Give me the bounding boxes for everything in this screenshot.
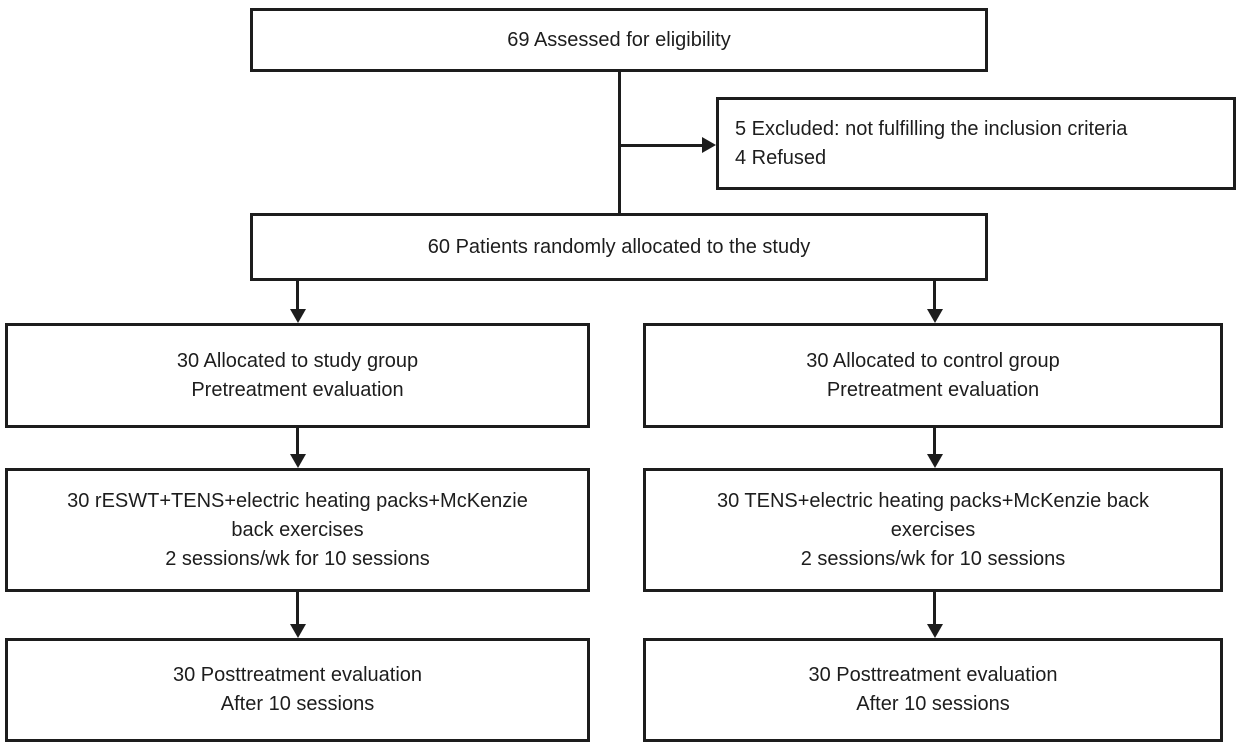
arrowhead-down-icon <box>927 624 943 638</box>
connector-study-treatment-to-posttreatment <box>296 592 299 625</box>
box-line: 30 Allocated to study group <box>176 349 419 372</box>
box-line: 30 Allocated to control group <box>806 349 1060 372</box>
connector-to-excluded <box>620 144 704 147</box>
connector-control-treatment-to-posttreatment <box>933 592 936 625</box>
arrowhead-down-icon <box>927 454 943 468</box>
box-assessed-for-eligibility: 69 Assessed for eligibility <box>250 8 988 72</box>
box-line: 30 TENS+electric heating packs+McKenzie … <box>716 489 1150 512</box>
box-line: 2 sessions/wk for 10 sessions <box>800 547 1066 570</box>
box-line: 30 Posttreatment evaluation <box>172 664 423 686</box>
box-line: 30 Posttreatment evaluation <box>808 664 1058 686</box>
connector-randomized-to-study-allocation <box>296 281 299 310</box>
connector-assessed-to-randomized <box>618 72 621 213</box>
arrowhead-down-icon <box>290 309 306 323</box>
box-line: back exercises <box>231 518 364 541</box>
box-excluded: 5 Excluded: not fulfilling the inclusion… <box>716 97 1236 190</box>
box-line: exercises <box>890 518 976 541</box>
box-study-allocation: 30 Allocated to study group Pretreatment… <box>5 323 590 428</box>
box-line: Pretreatment evaluation <box>826 378 1040 401</box>
arrowhead-down-icon <box>290 624 306 638</box>
box-control-treatment: 30 TENS+electric heating packs+McKenzie … <box>643 468 1223 592</box>
box-control-allocation: 30 Allocated to control group Pretreatme… <box>643 323 1223 428</box>
arrowhead-down-icon <box>927 309 943 323</box>
box-line: After 10 sessions <box>856 693 1010 715</box>
box-line: 2 sessions/wk for 10 sessions <box>165 547 430 570</box>
box-line: 4 Refused <box>735 146 827 169</box>
box-study-treatment: 30 rESWT+TENS+electric heating packs+McK… <box>5 468 590 592</box>
box-line: 60 Patients randomly allocated to the st… <box>427 235 811 258</box>
box-control-posttreatment: 30 Posttreatment evaluation After 10 ses… <box>643 638 1223 742</box>
box-line: 5 Excluded: not fulfilling the inclusion… <box>735 117 1128 140</box>
box-line: After 10 sessions <box>220 693 375 715</box>
arrowhead-right-icon <box>702 137 716 153</box>
connector-study-allocation-to-treatment <box>296 428 299 455</box>
connector-randomized-to-control-allocation <box>933 281 936 310</box>
box-line: Pretreatment evaluation <box>191 378 404 401</box>
box-line: 30 rESWT+TENS+electric heating packs+McK… <box>67 489 528 512</box>
arrowhead-down-icon <box>290 454 306 468</box>
box-study-posttreatment: 30 Posttreatment evaluation After 10 ses… <box>5 638 590 742</box>
box-line: 69 Assessed for eligibility <box>507 28 731 51</box>
box-randomized: 60 Patients randomly allocated to the st… <box>250 213 988 281</box>
connector-control-allocation-to-treatment <box>933 428 936 455</box>
